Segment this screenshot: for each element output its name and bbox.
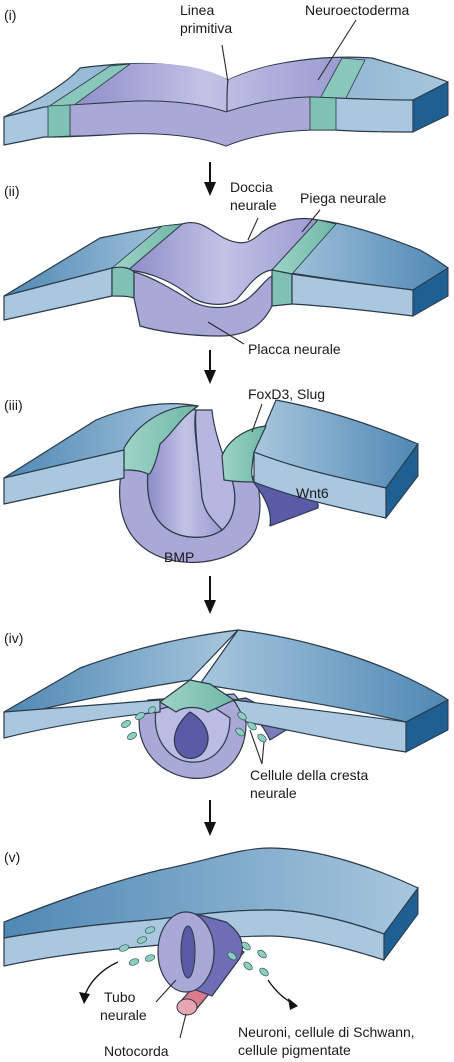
stage-iii: (iii) FoxD3, Slug Wnt6 BMP	[3, 386, 419, 565]
label-doccia: Doccia	[230, 179, 273, 195]
end-face	[385, 442, 419, 520]
notochord-end	[176, 998, 198, 1016]
arrow-down-icon	[204, 800, 216, 836]
callout-line	[179, 1013, 187, 1039]
label-piega-neurale: Piega neurale	[300, 190, 387, 206]
callout-line	[155, 979, 177, 1003]
arrow-down-icon	[204, 162, 216, 196]
label-linea: Linea	[180, 2, 214, 18]
label-wnt6: Wnt6	[296, 485, 329, 501]
end-face	[383, 886, 419, 962]
neural-lumen	[173, 711, 209, 759]
callout-line	[249, 729, 263, 765]
crest-fold-right	[221, 425, 267, 483]
label-foxd3-slug: FoxD3, Slug	[248, 386, 325, 402]
arrow-down-icon	[204, 350, 216, 384]
ectoderm-surface	[3, 629, 239, 713]
migration-arrow-left-icon	[79, 961, 119, 1004]
crest-front-left	[47, 104, 71, 138]
neural-crest-cells	[121, 706, 267, 743]
front-left	[3, 449, 125, 505]
front-left	[3, 699, 161, 739]
callout-line	[251, 403, 263, 433]
end-face	[412, 81, 449, 133]
stage-v: (v)	[3, 847, 419, 1059]
crest-fold-left	[123, 405, 199, 475]
crest-front-right	[309, 96, 337, 131]
callout-line	[207, 321, 245, 345]
label-tubo: Tubo	[104, 989, 136, 1005]
end-face	[405, 699, 449, 753]
label-primitiva: primitiva	[180, 20, 232, 36]
label-cellule-cresta-neurale: neurale	[250, 785, 297, 801]
stage-label: (i)	[4, 7, 16, 23]
label-cellule-cresta: Cellule della cresta	[250, 767, 368, 783]
end-face	[412, 267, 449, 317]
stage-iv: (iv) Cellule della cresta neurale	[3, 629, 449, 801]
callout-line	[261, 741, 265, 765]
crest-wedge	[159, 679, 235, 713]
label-derivati-1: Neuroni, cellule di Schwann,	[238, 1024, 415, 1040]
neural-crest-cells	[118, 926, 269, 977]
label-bmp: BMP	[164, 549, 194, 565]
label-tubo-neurale: neurale	[100, 1007, 147, 1023]
stage-label: (iv)	[4, 630, 23, 646]
stage-ii: (ii) Doccia neurale Piega neurale Placca…	[3, 179, 449, 357]
label-doccia-neurale: neurale	[230, 197, 277, 213]
label-placca-neurale: Placca neurale	[248, 341, 341, 357]
callout-line	[221, 44, 229, 83]
stage-label: (iii)	[4, 397, 23, 413]
plate-front	[133, 271, 273, 337]
callout-line	[317, 19, 357, 81]
crest-front-right	[271, 269, 293, 307]
stage-label: (v)	[4, 849, 20, 865]
crest-front-left	[111, 266, 135, 299]
label-derivati-2: cellule pigmentate	[238, 1042, 351, 1058]
migration-arrow-right-icon	[267, 979, 298, 1010]
label-neuroectoderma: Neuroectoderma	[305, 2, 409, 18]
callout-line	[301, 209, 321, 233]
plate-front	[69, 96, 311, 147]
stage-i: (i) Linea primitiva Neuroectoderma	[3, 2, 449, 147]
callout-line	[247, 217, 259, 241]
stage-label: (ii)	[4, 183, 20, 199]
neural-lumen	[180, 925, 196, 979]
label-notocorda: Notocorda	[104, 1043, 169, 1059]
ectoderm-surface-right	[199, 629, 449, 723]
arrow-down-icon	[204, 576, 216, 614]
